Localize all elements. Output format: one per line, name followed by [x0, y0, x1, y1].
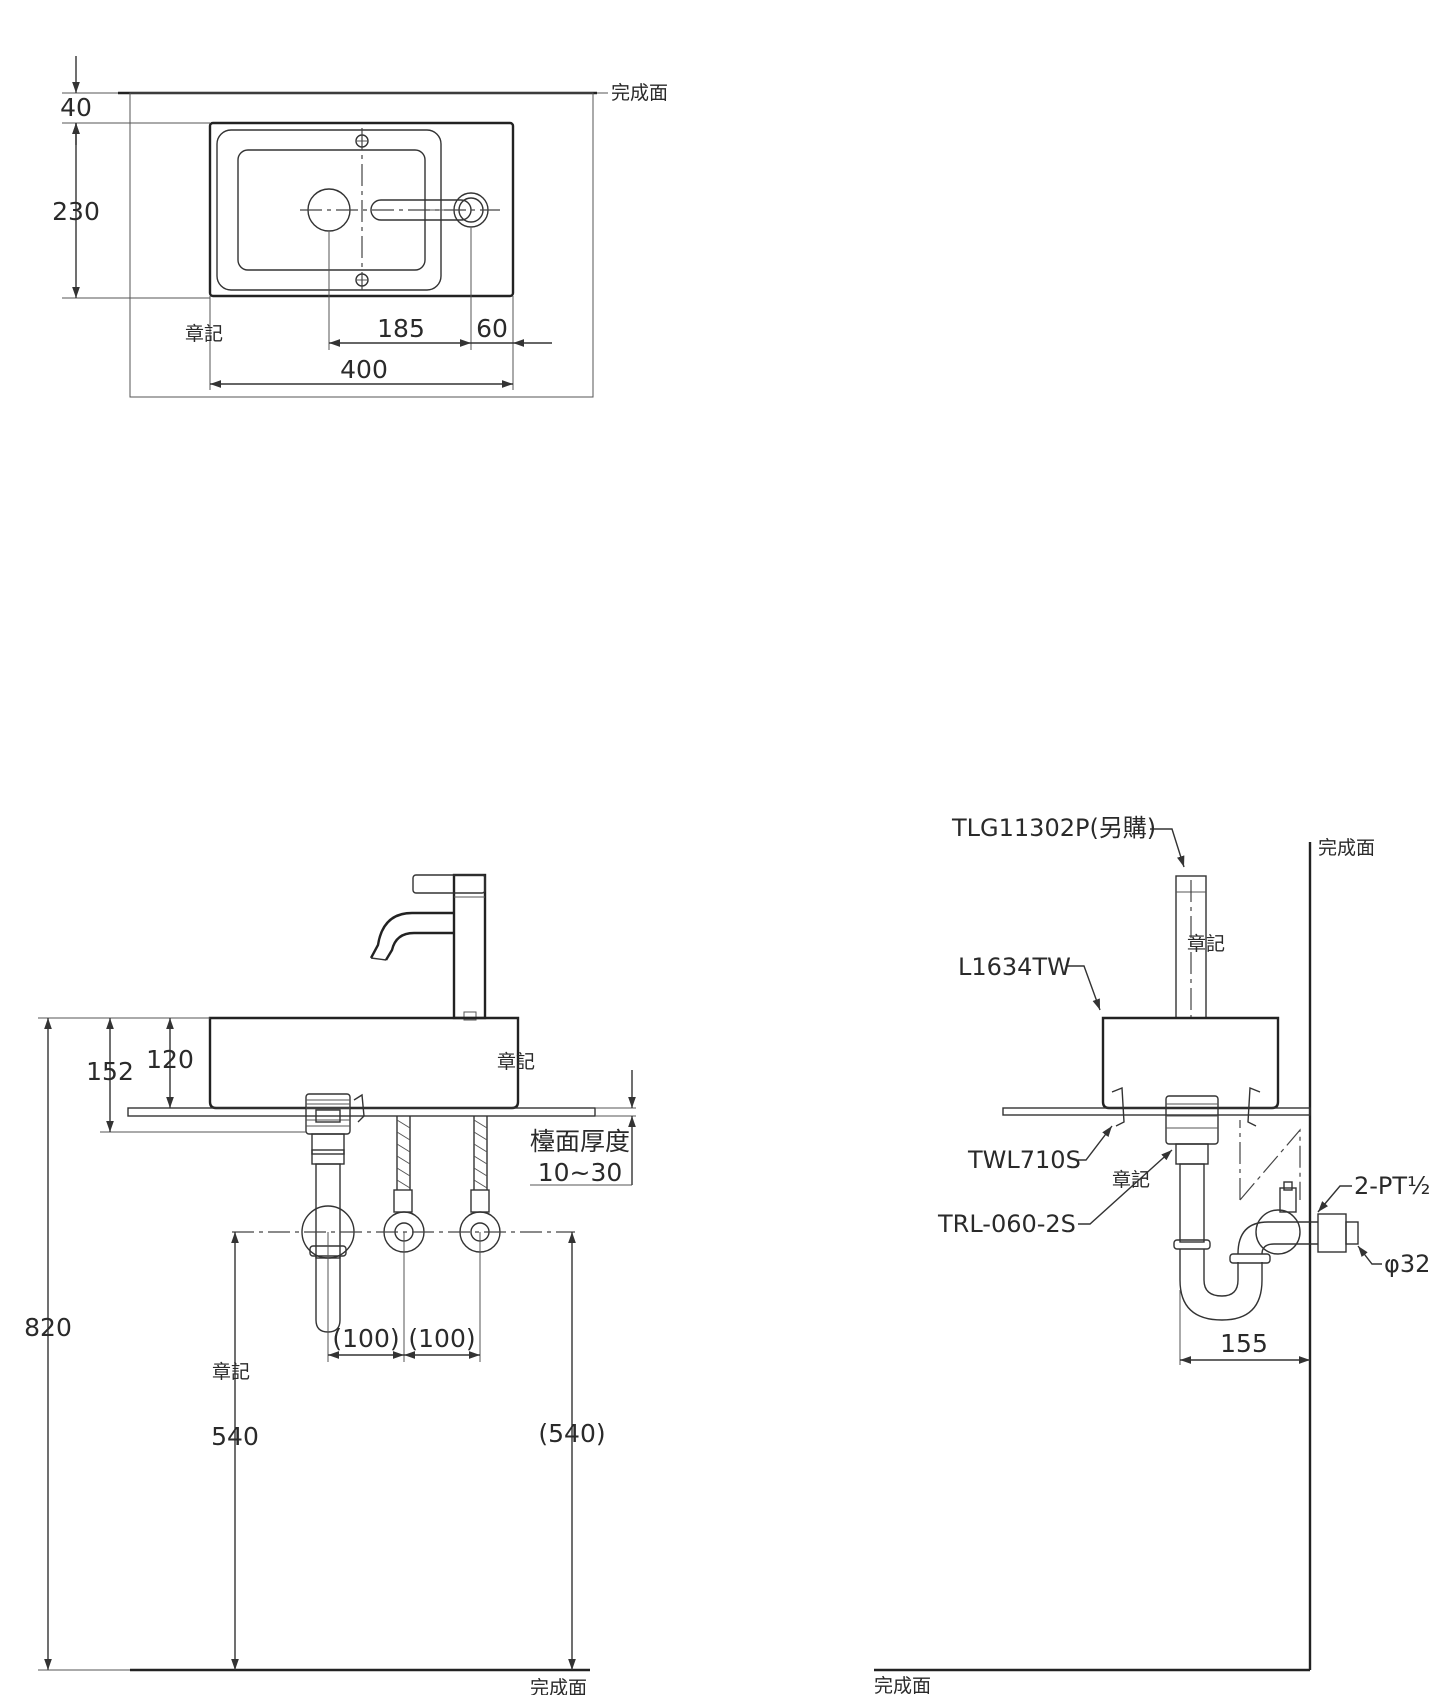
dim-540-paren: (540) — [538, 1419, 605, 1448]
stamp-label: 章記 — [1112, 1169, 1150, 1191]
dim-100-left: (100) — [332, 1324, 399, 1353]
faucet-spout — [369, 911, 454, 959]
stop-valve — [393, 1189, 413, 1213]
clamp-icon — [1111, 1086, 1125, 1127]
drain-model-label: TWL710S — [967, 1146, 1081, 1174]
finish-surface-label: 完成面 — [874, 1675, 931, 1695]
basin-body — [1101, 1016, 1280, 1110]
basin-outline — [208, 121, 515, 298]
supply-hose — [396, 1119, 411, 1189]
dim-60: 60 — [476, 314, 508, 343]
dim-152: 152 — [86, 1057, 134, 1086]
countertop — [1002, 1107, 1311, 1116]
front-view: 章記 完成面 — [24, 873, 636, 1695]
dim-185: 185 — [377, 314, 425, 343]
reference-frame — [129, 92, 594, 398]
p-trap — [1179, 1249, 1263, 1321]
drain-pipe — [1179, 1163, 1205, 1243]
stop-valve — [470, 1189, 490, 1213]
clamp-icon — [1247, 1086, 1261, 1127]
supply-hose — [473, 1119, 488, 1189]
pipe-thread-label: 2-PT½ — [1354, 1172, 1430, 1200]
counter-thickness-label: 檯面厚度 — [530, 1127, 630, 1156]
dim-100-right: (100) — [408, 1324, 475, 1353]
finish-surface-label: 完成面 — [611, 82, 668, 104]
stamp-label: 章記 — [497, 1051, 535, 1073]
stop-valve — [1279, 1187, 1297, 1213]
dim-540: 540 — [211, 1422, 259, 1451]
countertop — [127, 1107, 596, 1117]
finish-surface-label: 完成面 — [1318, 837, 1375, 859]
drain-assembly — [1165, 1095, 1219, 1145]
stamp-label: 章記 — [185, 323, 223, 345]
faucet-body — [452, 873, 487, 1020]
basin-body — [208, 1016, 520, 1110]
top-view: 完成面 40 230 — [52, 56, 668, 398]
wall-flange — [1317, 1213, 1347, 1253]
side-view: 完成面 完成面 章記 155 — [874, 814, 1430, 1695]
basin-bowl — [237, 149, 426, 271]
pipe-diameter-label: φ32 — [1384, 1250, 1430, 1278]
dim-120: 120 — [146, 1045, 194, 1074]
finish-surface-label: 完成面 — [530, 1677, 587, 1695]
drain-clamp — [353, 1093, 365, 1123]
stamp-label: 章記 — [1187, 933, 1225, 955]
dim-400: 400 — [340, 355, 388, 384]
faucet-model-label: TLG11302P(另購) — [951, 814, 1156, 842]
stamp-label: 章記 — [212, 1361, 250, 1383]
dim-40: 40 — [60, 93, 92, 122]
dim-155: 155 — [1220, 1329, 1268, 1358]
dim-820: 820 — [24, 1313, 72, 1342]
trap-model-label: TRL-060-2S — [937, 1210, 1076, 1238]
counter-thickness-range: 10~30 — [538, 1158, 623, 1187]
basin-model-label: L1634TW — [958, 953, 1071, 981]
dim-230: 230 — [52, 197, 100, 226]
faucet-handle — [412, 874, 486, 894]
